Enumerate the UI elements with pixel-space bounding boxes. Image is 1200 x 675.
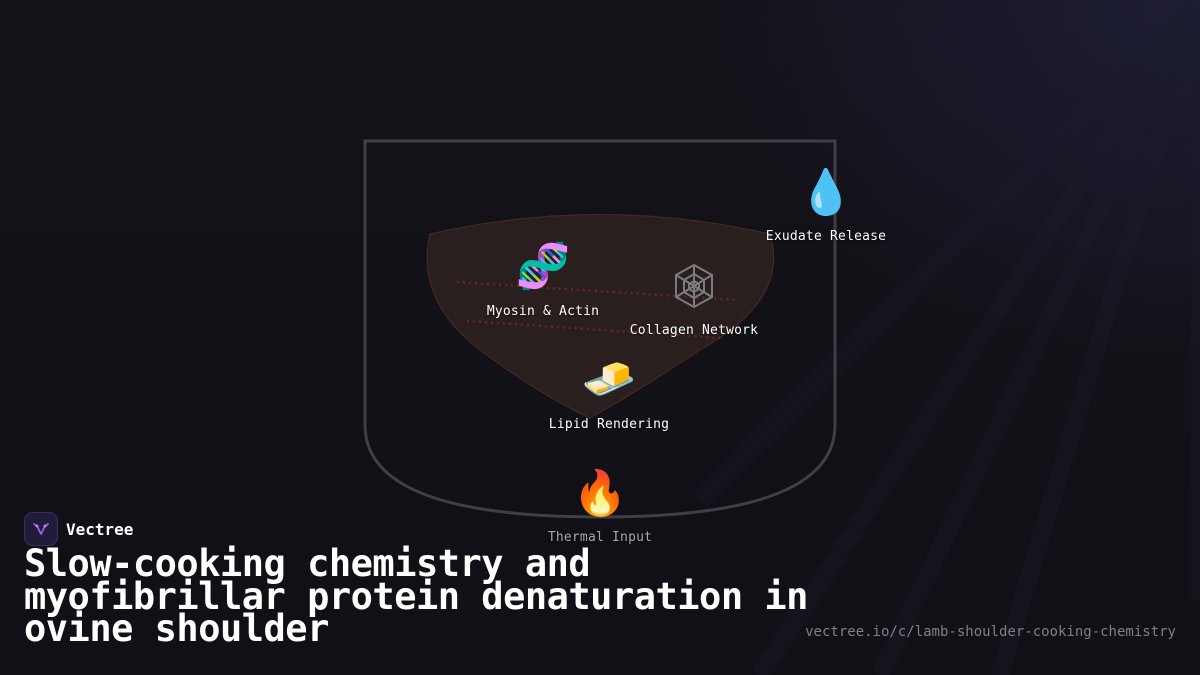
meat-shoulder-shape: [426, 214, 775, 419]
myosin-actin-label: Myosin & Actin: [486, 304, 600, 319]
brand[interactable]: Vectree: [24, 512, 133, 546]
brand-name: Vectree: [66, 519, 134, 539]
thermal-input-label: Thermal Input: [547, 530, 653, 545]
page-title: Slow-cooking chemistry and myofibrillar …: [24, 542, 808, 650]
source-url[interactable]: vectree.io/c/lamb-shoulder-cooking-chemi…: [805, 624, 1176, 640]
spider-web-icon: [675, 263, 713, 309]
butter-icon: 🧈: [581, 354, 637, 405]
collagen-network-label: Collagen Network: [629, 323, 759, 338]
muscle-fiber-line: [466, 319, 723, 340]
exudate-release-label: Exudate Release: [765, 229, 887, 244]
pot-outline: [363, 139, 837, 519]
fire-icon: 🔥: [572, 468, 628, 519]
vectree-logo-icon: [24, 512, 58, 546]
dna-icon: 🧬: [515, 241, 571, 292]
droplet-icon: 💧: [798, 167, 854, 218]
lipid-rendering-label: Lipid Rendering: [548, 417, 670, 432]
